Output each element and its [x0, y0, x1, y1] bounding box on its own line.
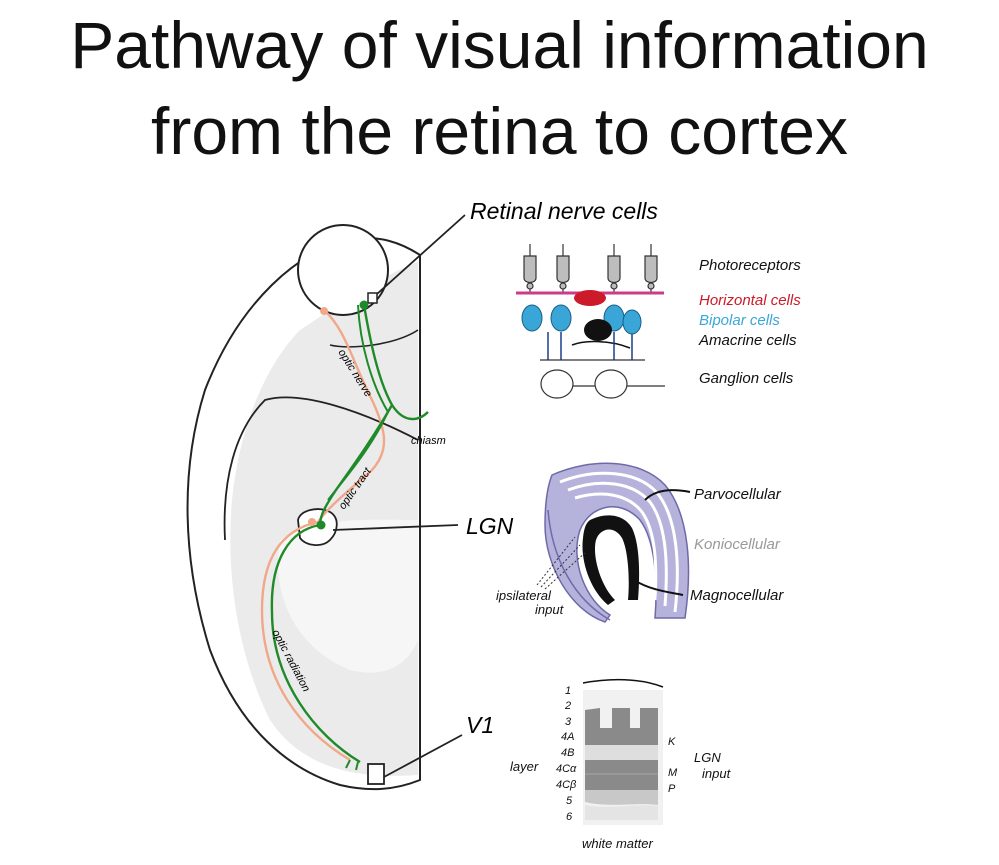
v1-layer-4cb: 4Cβ — [556, 779, 577, 791]
v1-layer-numbers: 1 2 3 4A 4B 4Cα 4Cβ 5 6 — [556, 685, 577, 823]
lgn-layer-diagram — [536, 462, 691, 623]
bipolar-cells — [521, 304, 642, 335]
v1-layer-4ca: 4Cα — [556, 763, 577, 775]
lgn-label: LGN — [466, 513, 514, 539]
v1-layer-1: 1 — [565, 685, 571, 697]
ipsilateral-input-label: input — [535, 602, 565, 617]
amacrine-cells-label: Amacrine cells — [698, 332, 797, 349]
v1-tick-2 — [355, 761, 359, 771]
white-matter-label: white matter — [582, 836, 653, 851]
photoreceptors-label: Photoreceptors — [699, 257, 801, 274]
salmon-pathway — [260, 311, 386, 762]
magnocellular-label: Magnocellular — [690, 587, 784, 604]
v1-layer-4b — [585, 745, 658, 760]
lgn-outer-band — [544, 462, 690, 623]
v1-surface-line — [582, 678, 664, 688]
v1-layer-4c — [585, 760, 658, 790]
title-line-2: from the retina to cortex — [151, 94, 848, 168]
magno-pointer — [633, 579, 684, 596]
ipsilateral-label: ipsilateral — [496, 588, 552, 603]
v1-layer-2: 2 — [564, 700, 571, 712]
ipsilateral-dashes — [536, 536, 587, 590]
ventricle — [278, 519, 418, 673]
page-title: Pathway of visual information from the r… — [0, 2, 999, 174]
lgn-layer-4 — [574, 492, 658, 601]
retina-axons — [547, 332, 633, 360]
photoreceptor-cells — [523, 244, 658, 292]
bipolar-cells-label: Bipolar cells — [699, 312, 780, 329]
chiasm-label: chiasm — [411, 435, 446, 447]
parvo-pointer — [644, 489, 691, 501]
visual-pathways — [260, 300, 429, 771]
lgn-black-layers — [582, 515, 640, 605]
v1-layer-diagram — [582, 678, 664, 825]
koniocellular-label: Koniocellular — [694, 536, 781, 553]
v1-p-label: P — [668, 783, 676, 795]
retina-box — [367, 292, 378, 304]
v1-layer-6 — [585, 805, 658, 820]
horizontal-cells-label: Horizontal cells — [699, 292, 801, 309]
v1-layer-5 — [585, 790, 658, 805]
lgn-layer-3 — [567, 481, 668, 607]
v1-box — [367, 763, 385, 785]
v1-layer-4a: 4A — [561, 731, 574, 743]
green-pathway-2 — [327, 304, 390, 501]
retinal-nerve-cells-label: Retinal nerve cells — [470, 198, 658, 224]
green-pathway — [270, 304, 429, 764]
parvocellular-label: Parvocellular — [694, 486, 782, 503]
v1-layer-4b-label: 4B — [561, 747, 574, 759]
ganglion-cells — [540, 369, 665, 399]
v1-lgn-input-1: LGN — [694, 750, 721, 765]
lgn-dot-green — [316, 520, 326, 530]
retina-callout-line — [376, 214, 466, 295]
lgn-inner-band — [547, 509, 611, 621]
retina-dot-salmon — [320, 307, 328, 315]
retina-cell-diagram — [516, 244, 665, 399]
ganglion-cells-label: Ganglion cells — [699, 370, 794, 387]
v1-lgn-input-2: input — [702, 766, 732, 781]
v1-callout-line — [383, 734, 463, 778]
temporal-contour — [223, 396, 419, 541]
v1-tick-1 — [345, 759, 351, 769]
v1-m-label: M — [668, 767, 678, 779]
v1-layer-3-blobs — [585, 708, 658, 745]
eyeball — [297, 224, 389, 316]
v1-label: V1 — [466, 712, 494, 738]
v1-layer-word: layer — [510, 759, 539, 774]
v1-layer-6-label: 6 — [566, 811, 573, 823]
amacrine-cell — [584, 319, 612, 341]
v1-layer-3: 3 — [565, 716, 572, 728]
lgn-layer-2 — [559, 471, 679, 613]
lgn-dot-salmon — [308, 518, 316, 526]
v1-layer-5-label: 5 — [566, 795, 573, 807]
title-line-1: Pathway of visual information — [70, 8, 929, 82]
brain-hemisphere — [186, 224, 421, 791]
v1-k-label: K — [668, 736, 676, 748]
amacrine-neurites — [571, 340, 631, 349]
retina-dot-green — [359, 300, 369, 310]
horizontal-cell — [574, 290, 606, 306]
lgn-callout-line — [332, 524, 459, 531]
